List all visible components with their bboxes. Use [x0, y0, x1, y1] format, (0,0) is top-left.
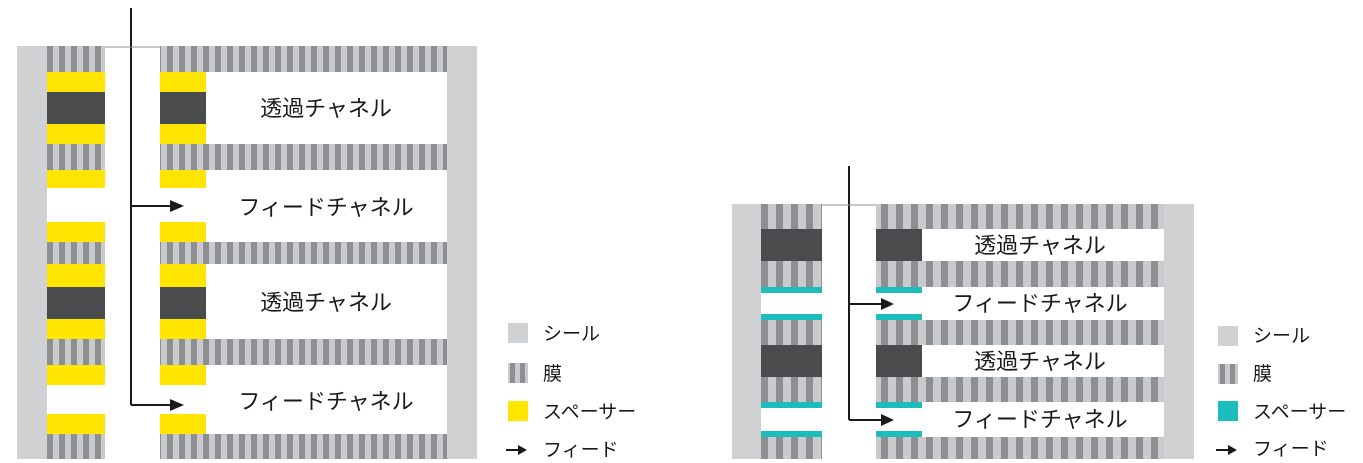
legend-right-label-feed: フィード	[1253, 438, 1329, 459]
seal-swatch-icon	[1218, 326, 1238, 346]
right-channel-label-2: フィードチャネル	[952, 292, 1127, 317]
right-membrane-2	[761, 261, 1164, 287]
legend-right: シール 膜 スペーサー フィード	[1216, 325, 1346, 460]
left-permeate-2-blocks	[47, 264, 206, 339]
left-feed-gap	[105, 46, 160, 459]
left-feed-2-spacers	[47, 365, 206, 434]
legend-right-label-seal: シール	[1253, 325, 1310, 347]
left-feed-arrowhead-2	[170, 399, 184, 411]
right-diagram: 透過チャネル フィードチャネル 透過チャネル フィードチャネル	[732, 166, 1194, 459]
left-channel-label-4: フィードチャネル	[238, 390, 413, 415]
right-feed-arrowhead-1	[881, 298, 894, 310]
membrane-swatch-icon	[1218, 364, 1238, 384]
membrane-swatch-icon	[508, 363, 528, 383]
legend-left: シール 膜 スペーサー フィード	[506, 323, 636, 461]
left-diagram: 透過チャネル フィードチャネル 透過チャネル フィードチャネル	[17, 8, 477, 459]
right-channel-label-3: 透過チャネル	[974, 350, 1106, 375]
right-channel-label-1: 透過チャネル	[974, 234, 1106, 259]
right-membrane-4	[761, 377, 1164, 402]
legend-left-label-seal: シール	[543, 323, 600, 345]
right-channel-label-4: フィードチャネル	[952, 408, 1127, 433]
left-feed-1-spacers	[47, 170, 206, 242]
left-channel-label-3: 透過チャネル	[260, 291, 392, 316]
legend-right-label-membrane: 膜	[1253, 363, 1272, 385]
left-channel-label-1: 透過チャネル	[260, 97, 392, 122]
legend-left-label-feed: フィード	[543, 439, 619, 459]
spacer-swatch-icon	[1218, 401, 1238, 421]
right-membrane-3	[761, 320, 1164, 345]
right-feed-lines	[822, 166, 884, 421]
left-feed-arrowhead-1	[170, 200, 184, 212]
right-membrane-1	[761, 204, 1164, 229]
legend-left-label-membrane: 膜	[543, 363, 562, 385]
seal-swatch-icon	[508, 323, 528, 343]
arrow-icon	[1216, 445, 1237, 455]
legend-right-label-spacer: スペーサー	[1253, 401, 1346, 423]
right-permeate-blocks	[761, 229, 922, 377]
left-channel-label-2: フィードチャネル	[238, 196, 413, 221]
left-permeate-1-blocks	[47, 72, 206, 144]
legend-left-label-spacer: スペーサー	[543, 401, 636, 423]
right-feed-spacers	[761, 287, 922, 437]
arrow-icon	[506, 445, 527, 455]
spacer-swatch-icon	[508, 401, 528, 421]
left-feed-lines	[105, 8, 174, 406]
right-membrane-5	[761, 437, 1164, 459]
right-feed-arrowhead-2	[881, 414, 894, 426]
